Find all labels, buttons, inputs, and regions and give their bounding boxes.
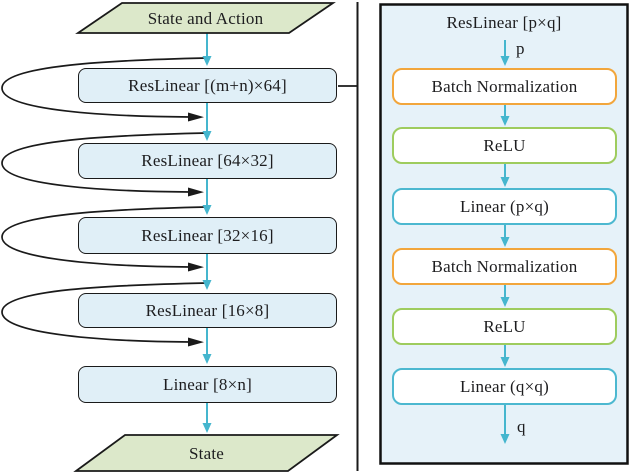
flow-block-linear-out: Linear [8×n] xyxy=(78,366,337,403)
layer-box-relu-2: ReLU xyxy=(392,308,617,345)
output-dim-label: q xyxy=(517,416,526,436)
layer-box-relu-1: ReLU xyxy=(392,127,617,164)
output-node xyxy=(73,434,340,472)
skip-connection-arc-4 xyxy=(1,282,208,347)
detail-panel-title: ResLinear [p×q] xyxy=(446,12,562,32)
output-node-label: State xyxy=(189,443,224,463)
flow-block-reslinear-3: ResLinear [32×16] xyxy=(78,217,337,254)
input-dim-label: p xyxy=(516,38,525,58)
skip-connection-arc-3 xyxy=(1,206,208,272)
input-node xyxy=(75,2,336,34)
flow-block-reslinear-1: ResLinear [(m+n)×64] xyxy=(78,68,337,103)
layer-box-linear-1: Linear (p×q) xyxy=(392,188,617,225)
skip-connection-arc-1 xyxy=(1,57,208,122)
layer-box-linear-2: Linear (q×q) xyxy=(392,368,617,405)
flow-block-reslinear-2: ResLinear [64×32] xyxy=(78,143,337,179)
layer-box-batchnorm-1: Batch Normalization xyxy=(392,68,617,105)
layer-box-batchnorm-2: Batch Normalization xyxy=(392,248,617,285)
flow-block-reslinear-4: ResLinear [16×8] xyxy=(78,293,337,328)
skip-connection-arc-2 xyxy=(1,132,208,197)
input-node-label: State and Action xyxy=(147,8,264,28)
